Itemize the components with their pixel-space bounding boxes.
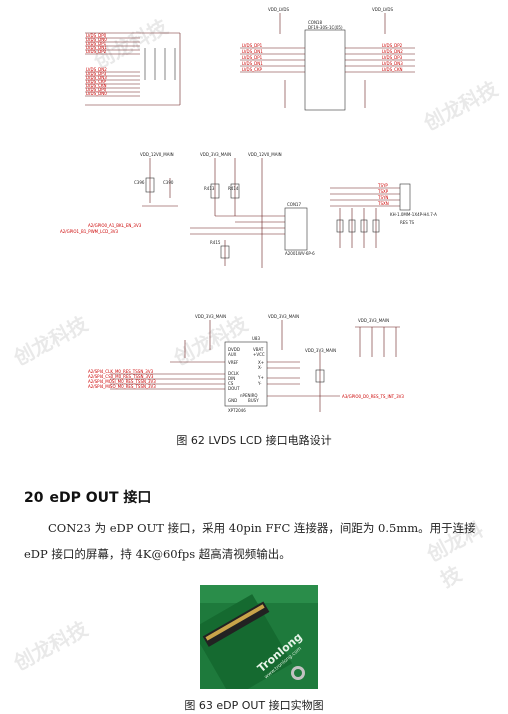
component-ref: C390	[163, 180, 174, 185]
net-label: A2/GPIO1_B1_PWM_LCD_3V3	[60, 229, 119, 234]
pin-label: VBAT	[253, 347, 264, 352]
pin-label: VREF	[228, 360, 239, 365]
rail-label: VDD_3V3_MAIN	[268, 314, 299, 319]
component-ref: U83	[252, 336, 260, 341]
net-label: A2/SPI4_CS0_M0_RES_TSSN_3V3	[88, 374, 154, 379]
net-label: A2/SPI4_MOSI_M0_RES_TSSN_3V3	[88, 379, 156, 384]
net-label: LVDS_DN2	[382, 49, 403, 54]
net-label: LVDS_DN3	[86, 75, 107, 80]
component-part: DF19-30S-1C(05)	[308, 25, 343, 30]
net-label: LVDS_CKP	[86, 79, 107, 84]
net-label: LVDS_CKP	[242, 67, 263, 72]
section-heading: 20 eDP OUT 接口	[24, 487, 151, 507]
net-label: LVDS_DP1	[86, 41, 107, 46]
component-part: XPT2046	[228, 408, 246, 413]
net-label: TSYN	[377, 195, 388, 200]
figure-caption: 图 63 eDP OUT 接口实物图	[184, 699, 324, 712]
net-label: A2/SPI4_CLK_M0_RES_TSSN_3V3	[88, 369, 154, 374]
watermark: 创龙科技	[9, 616, 92, 676]
backlight-touch-schematic: VDD_12V0_MAIN VDD_3V3_MAIN VDD_12V0_MAIN…	[0, 148, 508, 278]
pin-label: Y+	[257, 375, 264, 380]
pin-label: X+	[258, 360, 264, 365]
rail-label: VDD_12V0_MAIN	[140, 152, 174, 157]
pin-label: DVDD	[228, 347, 240, 352]
pin-label: +VCC	[253, 352, 265, 357]
net-label: TSXN	[377, 201, 389, 206]
rail-label: VDD_3V3_MAIN	[200, 152, 231, 157]
pin-label: AUX	[228, 352, 237, 357]
net-label: LVDS_DN1	[86, 45, 107, 50]
pin-label: DIN	[228, 376, 235, 381]
pin-label: DCLK	[228, 371, 239, 376]
section-number: 20	[24, 490, 44, 506]
figure-caption: 图 62 LVDS LCD 接口电路设计	[176, 434, 332, 447]
net-label: TSXP	[377, 189, 389, 194]
net-label: LVDS_CKN	[86, 83, 107, 88]
rail-label: VDD_LVDS	[268, 7, 290, 12]
net-label: LVDS_DP1	[242, 55, 263, 60]
net-label: LVDS_DN0	[86, 91, 107, 96]
net-label: LVDS_DP0	[86, 33, 107, 38]
component-ref: CON18	[308, 20, 322, 25]
rail-label: VDD_3V3_MAIN	[195, 314, 226, 319]
component-ref: R413	[204, 186, 215, 191]
pin-label: BUSY	[248, 398, 259, 403]
lvds-connector-schematic: LVDS_DP0 LVDS_DN0 LVDS_DP1 LVDS_DN1 LVDS…	[0, 0, 508, 120]
net-label: A3/GPIO0_D0_RES_TS_INT_3V3	[342, 394, 404, 399]
net-label: LVDS_DP1	[242, 43, 263, 48]
component-label: RES TS	[400, 220, 415, 225]
pin-label: CS	[228, 381, 234, 386]
net-label: TSYP	[377, 183, 388, 188]
component-ref: C396	[134, 180, 145, 185]
net-label: A2/SPI4_MISO_M0_RES_TSSN_3V3	[88, 384, 156, 389]
edp-connector-photo: Tronlong www.tronlong.com	[200, 585, 318, 689]
net-label: LVDS_DN2	[86, 67, 107, 72]
net-label: LVDS_DP2	[382, 43, 403, 48]
touch-controller-schematic: VDD_3V3_MAIN VDD_3V3_MAIN VDD_3V3_MAIN V…	[0, 312, 508, 422]
net-label: LVDS_DN1	[242, 61, 263, 66]
net-label: LVDS_DN0	[86, 37, 107, 42]
net-label: LVDS_CKN	[382, 67, 403, 72]
rail-label: VDD_12V0_MAIN	[248, 152, 282, 157]
pin-label: DOUT	[228, 386, 240, 391]
body-paragraph: CON23 为 eDP OUT 接口，采用 40pin FFC 连接器，间距为 …	[24, 521, 476, 561]
component-part: KH-1.0MM-1X4P-H4.7-A	[390, 212, 437, 217]
net-label: A2/GPIO0_A1_BKL_EN_3V3	[88, 223, 142, 228]
pin-label: GND	[228, 398, 237, 403]
pin-label: nPENIRQ	[240, 393, 258, 398]
rail-label: VDD_3V3_MAIN	[305, 348, 336, 353]
pin-label: Y-	[257, 381, 262, 386]
net-label: LVDS_DP0	[86, 87, 107, 92]
pin-label: X-	[258, 365, 263, 370]
rail-label: VDD_3V3_MAIN	[358, 318, 389, 323]
component-ref: R415	[210, 240, 221, 245]
component-ref: R414	[228, 186, 239, 191]
component-ref: CON17	[287, 202, 301, 207]
rail-label: VDD_LVDS	[372, 7, 394, 12]
net-label: LVDS_DP3	[382, 55, 403, 60]
net-label: LVDS_DN1	[242, 49, 263, 54]
net-label: LVDS_DP2	[86, 49, 107, 54]
section-title: eDP OUT 接口	[49, 490, 152, 506]
net-label: LVDS_DN3	[382, 61, 403, 66]
component-part: A2001WV-6P-6	[285, 251, 315, 256]
net-label: LVDS_DP3	[86, 71, 107, 76]
